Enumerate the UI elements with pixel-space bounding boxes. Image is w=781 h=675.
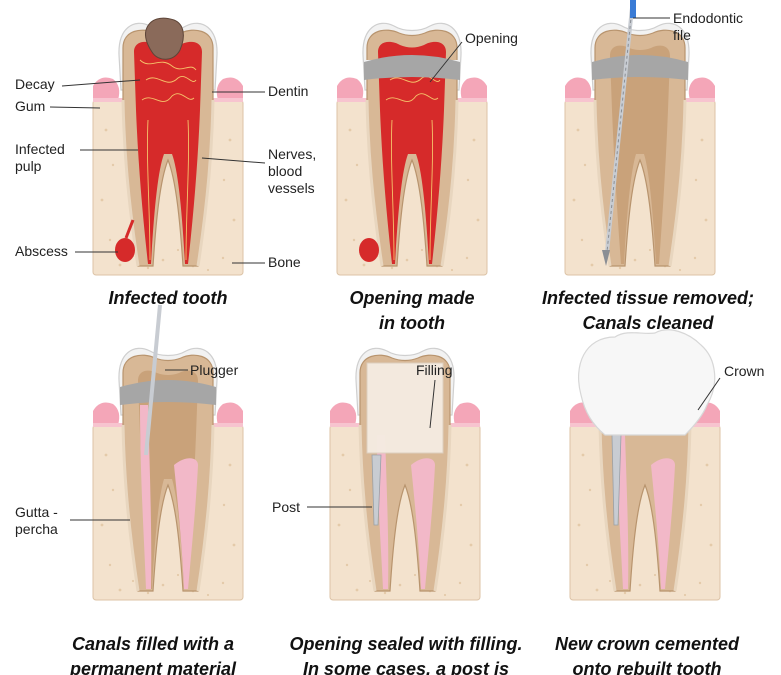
label-gum: Gum	[15, 98, 46, 114]
panel-2-drawing	[335, 21, 489, 277]
caption-panel-6: New crown cemented onto rebuilt tooth	[554, 634, 740, 675]
panel-1-drawing	[91, 17, 245, 277]
label-infected-pulp: Infected pulp	[15, 141, 65, 174]
label-crown: Crown	[724, 363, 765, 379]
caption-panel-2: Opening made in tooth	[349, 288, 475, 333]
panel-3-drawing	[563, 0, 717, 277]
label-filling: Filling	[416, 362, 453, 378]
label-abscess: Abscess	[15, 243, 68, 259]
caption-panel-3: Infected tissue removed; Canals cleaned	[541, 288, 755, 333]
panel-6-drawing	[568, 329, 722, 602]
label-bone: Bone	[268, 254, 301, 270]
label-plugger: Plugger	[190, 362, 239, 378]
label-endodontic-file: Endodontic file	[673, 10, 744, 43]
label-decay: Decay	[15, 76, 55, 92]
label-gutta-percha: Gutta - percha	[15, 504, 58, 537]
leader-lines	[49, 17, 721, 521]
caption-panel-1: Infected tooth	[108, 288, 228, 308]
caption-panel-5: Opening sealed with filling. In some cas…	[289, 634, 523, 675]
label-dentin: Dentin	[268, 83, 309, 99]
label-opening: Opening	[465, 30, 518, 46]
label-nerves-blood-vessels: Nerves, blood vessels	[268, 146, 317, 196]
caption-panel-4: Canals filled with a permanent material	[69, 634, 237, 675]
label-post: Post	[272, 499, 301, 515]
panel-4-drawing	[91, 304, 245, 602]
panel-5-drawing	[328, 346, 482, 602]
